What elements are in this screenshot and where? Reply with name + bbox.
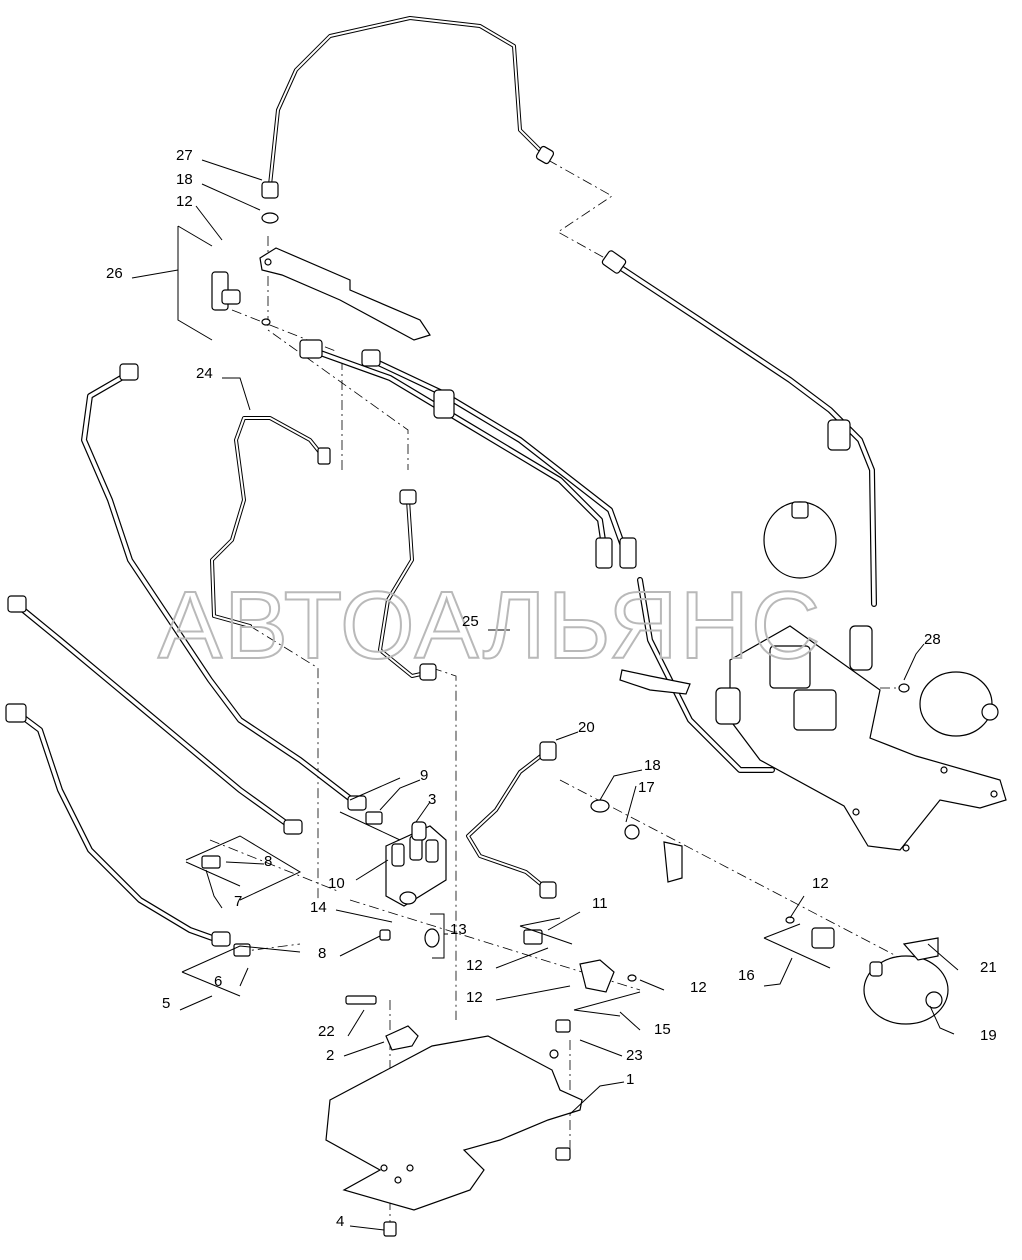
accumulator-19 xyxy=(863,937,949,1025)
callout-12-lower: 12 xyxy=(466,989,483,1006)
callout-16: 16 xyxy=(738,967,755,984)
callout-18-mid: 18 xyxy=(644,757,661,774)
hose-upper-right xyxy=(601,250,877,607)
top-bracket xyxy=(259,212,431,341)
callout-8-left: 8 xyxy=(264,853,272,870)
pipe-24 xyxy=(210,416,331,628)
callout-19: 19 xyxy=(980,1027,997,1044)
hose-lower-right xyxy=(637,577,775,773)
hose-pair xyxy=(299,339,637,569)
callout-15: 15 xyxy=(654,1021,671,1038)
callout-12-center: 12 xyxy=(466,957,483,974)
callout-3: 3 xyxy=(428,791,436,808)
callout-14: 14 xyxy=(310,899,327,916)
callout-12-right: 12 xyxy=(812,875,829,892)
fittings-center xyxy=(523,929,637,993)
group-brackets xyxy=(177,225,831,1017)
callout-25: 25 xyxy=(462,613,479,630)
bottom-plate xyxy=(325,995,583,1237)
callout-21: 21 xyxy=(980,959,997,976)
callout-28: 28 xyxy=(924,631,941,648)
watermark-text: АВТОАЛЬЯНС xyxy=(158,572,822,679)
callout-1: 1 xyxy=(626,1071,634,1088)
callout-10: 10 xyxy=(328,875,345,892)
hose-left-3 xyxy=(5,703,231,947)
callout-6: 6 xyxy=(214,973,222,990)
callout-5: 5 xyxy=(162,995,170,1012)
callout-20: 20 xyxy=(578,719,595,736)
callout-7: 7 xyxy=(234,893,242,910)
callout-23: 23 xyxy=(626,1047,643,1064)
valve-block xyxy=(379,821,447,948)
callout-11: 11 xyxy=(592,895,608,912)
callout-9: 9 xyxy=(420,767,428,784)
callout-labels: 27 18 12 26 24 25 28 20 18 17 9 3 8 10 7… xyxy=(106,147,997,1230)
callout-8-center: 8 xyxy=(318,945,326,962)
accumulator-top xyxy=(763,501,837,579)
callout-22: 22 xyxy=(318,1023,335,1040)
callout-13: 13 xyxy=(450,921,467,938)
callout-18-top: 18 xyxy=(176,171,193,188)
callout-2: 2 xyxy=(326,1047,334,1064)
leader-lines xyxy=(131,159,959,1231)
callout-4: 4 xyxy=(336,1213,344,1230)
callout-24: 24 xyxy=(196,365,213,382)
pipe-25 xyxy=(378,489,437,681)
callout-27: 27 xyxy=(176,147,193,164)
accumulator-28 xyxy=(898,671,999,737)
right-plate xyxy=(715,625,1007,852)
callout-12-top: 12 xyxy=(176,193,193,210)
callout-12-far-right: 12 xyxy=(690,979,707,996)
hose-clamp xyxy=(619,669,691,695)
top-pipe xyxy=(261,16,555,199)
hose-left-2 xyxy=(7,595,303,835)
tee-fitting xyxy=(211,271,271,326)
callout-17: 17 xyxy=(638,779,655,796)
pipe-20 xyxy=(466,741,683,899)
hose-left-1 xyxy=(81,363,367,811)
callout-26: 26 xyxy=(106,265,123,282)
fitting-16 xyxy=(785,916,835,949)
